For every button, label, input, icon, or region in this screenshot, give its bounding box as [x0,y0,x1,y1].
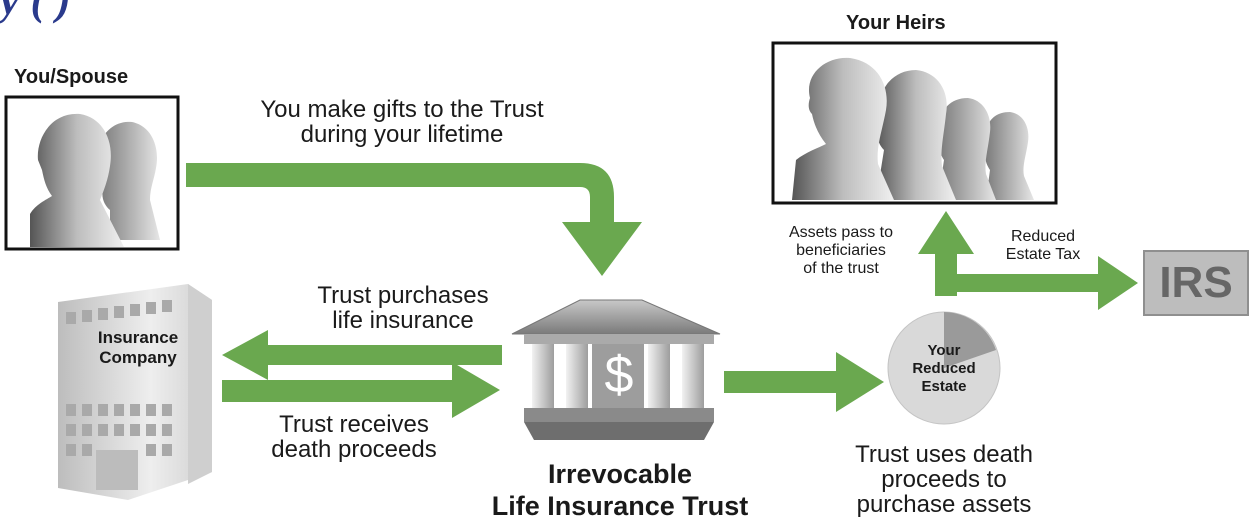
you-spouse-label: You/Spouse [14,66,129,88]
insurance-company-line2: Company [99,348,177,367]
trust-to-estate-arrow [724,352,884,412]
page-title-partial: y ( ) [0,0,760,25]
dollar-sign-icon: $ [604,346,634,404]
you-spouse-frame [4,95,180,251]
reduced-tax-caption: Reduced Estate Tax [980,228,1106,264]
irs-box [1143,250,1249,316]
receives-arrow [222,362,500,418]
insurance-company-line1: Insurance [97,328,179,347]
reduced-estate-line1: Your [927,342,961,359]
trust-uses-line1: Trust uses death [855,441,1033,468]
your-heirs-label: Your Heirs [846,12,946,34]
reduced-estate-pie [887,311,1001,425]
purchases-caption-line2: life insurance [332,307,474,334]
ilit-label: Irrevocable Life Insurance Trust [470,458,770,522]
trust-uses-line3: purchase assets [856,491,1032,518]
purchases-arrow [222,330,502,380]
estate-to-heirs-arrow [918,211,974,296]
ilit-label-line1: Irrevocable [547,459,693,489]
receives-caption: Trust receives death proceeds [234,412,474,462]
reduced-estate-label: Your Reduced Estate [900,342,988,396]
purchases-caption: Trust purchases life insurance [288,283,518,333]
assets-pass-line2: beneficiaries [796,242,886,259]
spouse-silhouette-icon [97,121,160,240]
heirs-silhouette-icon [792,57,1034,200]
irs-label: IRS [1159,258,1233,307]
reduced-estate-line2: Reduced [912,360,976,377]
you-silhouette-icon [30,113,124,247]
reduced-tax-line1: Reduced [1010,228,1076,245]
office-building-icon [58,284,212,500]
receives-caption-line2: death proceeds [271,436,437,463]
assets-pass-caption: Assets pass to beneficiaries of the trus… [766,224,916,278]
reduced-tax-line2: Estate Tax [1005,246,1081,263]
gifts-arrow [186,163,642,276]
gifts-caption-line2: during your lifetime [300,121,504,148]
assets-pass-line3: of the trust [803,260,879,277]
reduced-estate-line3: Estate [921,378,967,395]
bank-building-icon [511,299,721,440]
insurance-company-label: Insurance Company [76,328,200,368]
trust-uses-line2: proceeds to [881,466,1007,493]
gifts-caption-line1: You make gifts to the Trust [260,96,544,123]
gifts-caption: You make gifts to the Trust during your … [210,97,594,147]
reduced-tax-arrow [957,256,1138,310]
ilit-label-line2: Life Insurance Trust [491,491,749,521]
assets-pass-line1: Assets pass to [788,224,894,241]
receives-caption-line1: Trust receives [279,411,429,438]
trust-uses-caption: Trust uses death proceeds to purchase as… [826,442,1062,517]
purchases-caption-line1: Trust purchases [317,282,489,309]
heirs-frame [771,41,1058,205]
